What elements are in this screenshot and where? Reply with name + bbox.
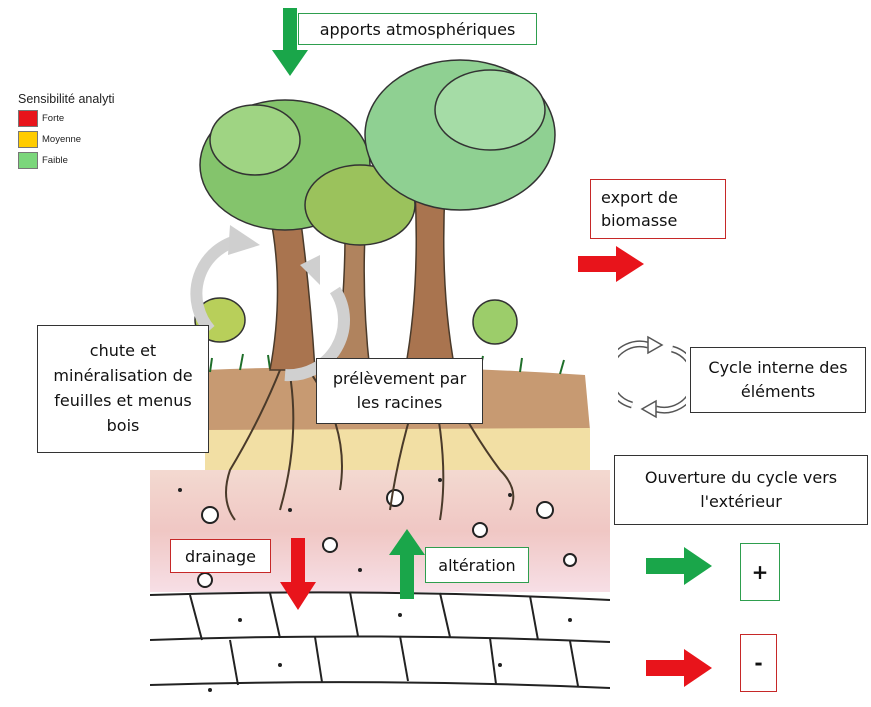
- litter-fall-label: chute et minéralisation de feuilles et m…: [37, 325, 209, 453]
- legend-label: Forte: [42, 113, 65, 124]
- weathering-label: altération: [425, 547, 529, 583]
- plus-sign-box: +: [740, 543, 780, 601]
- tree-crown-middle: [304, 164, 416, 246]
- atmospheric-input-label: apports atmosphériques: [298, 13, 537, 45]
- legend: Sensibilité analyti Forte Moyenne Faible: [18, 92, 163, 169]
- legend-item-faible: Faible: [18, 152, 163, 169]
- weathering-arrow: [389, 529, 425, 599]
- plus-green-arrow: [646, 547, 712, 585]
- bedrock-layer: [150, 592, 610, 707]
- legend-item-forte: Forte: [18, 110, 163, 127]
- legend-label: Moyenne: [42, 134, 82, 145]
- drainage-arrow: [280, 538, 316, 610]
- subsoil-layer: [150, 470, 610, 592]
- shrub-right: [472, 299, 518, 345]
- minus-sign-box: -: [740, 634, 777, 692]
- legend-label: Faible: [42, 155, 68, 166]
- internal-cycle-icon: [618, 335, 686, 419]
- tree-trunk-left: [269, 214, 316, 371]
- atmospheric-input-arrow: [272, 8, 308, 76]
- minus-red-arrow: [646, 649, 712, 687]
- legend-swatch-yellow: [18, 131, 38, 148]
- soil-tree-illustration: [150, 59, 610, 707]
- cycle-opening-label: Ouverture du cycle vers l'extérieur: [614, 455, 868, 525]
- legend-title: Sensibilité analyti: [18, 92, 115, 106]
- legend-swatch-green: [18, 152, 38, 169]
- export-biomass-arrow: [578, 246, 644, 282]
- internal-cycle-label: Cycle interne des éléments: [690, 347, 866, 413]
- root-uptake-label: prélèvement par les racines: [316, 358, 483, 424]
- legend-item-moyenne: Moyenne: [18, 131, 163, 148]
- drainage-label: drainage: [170, 539, 271, 573]
- export-biomass-label: export de biomasse: [590, 179, 726, 239]
- legend-swatch-red: [18, 110, 38, 127]
